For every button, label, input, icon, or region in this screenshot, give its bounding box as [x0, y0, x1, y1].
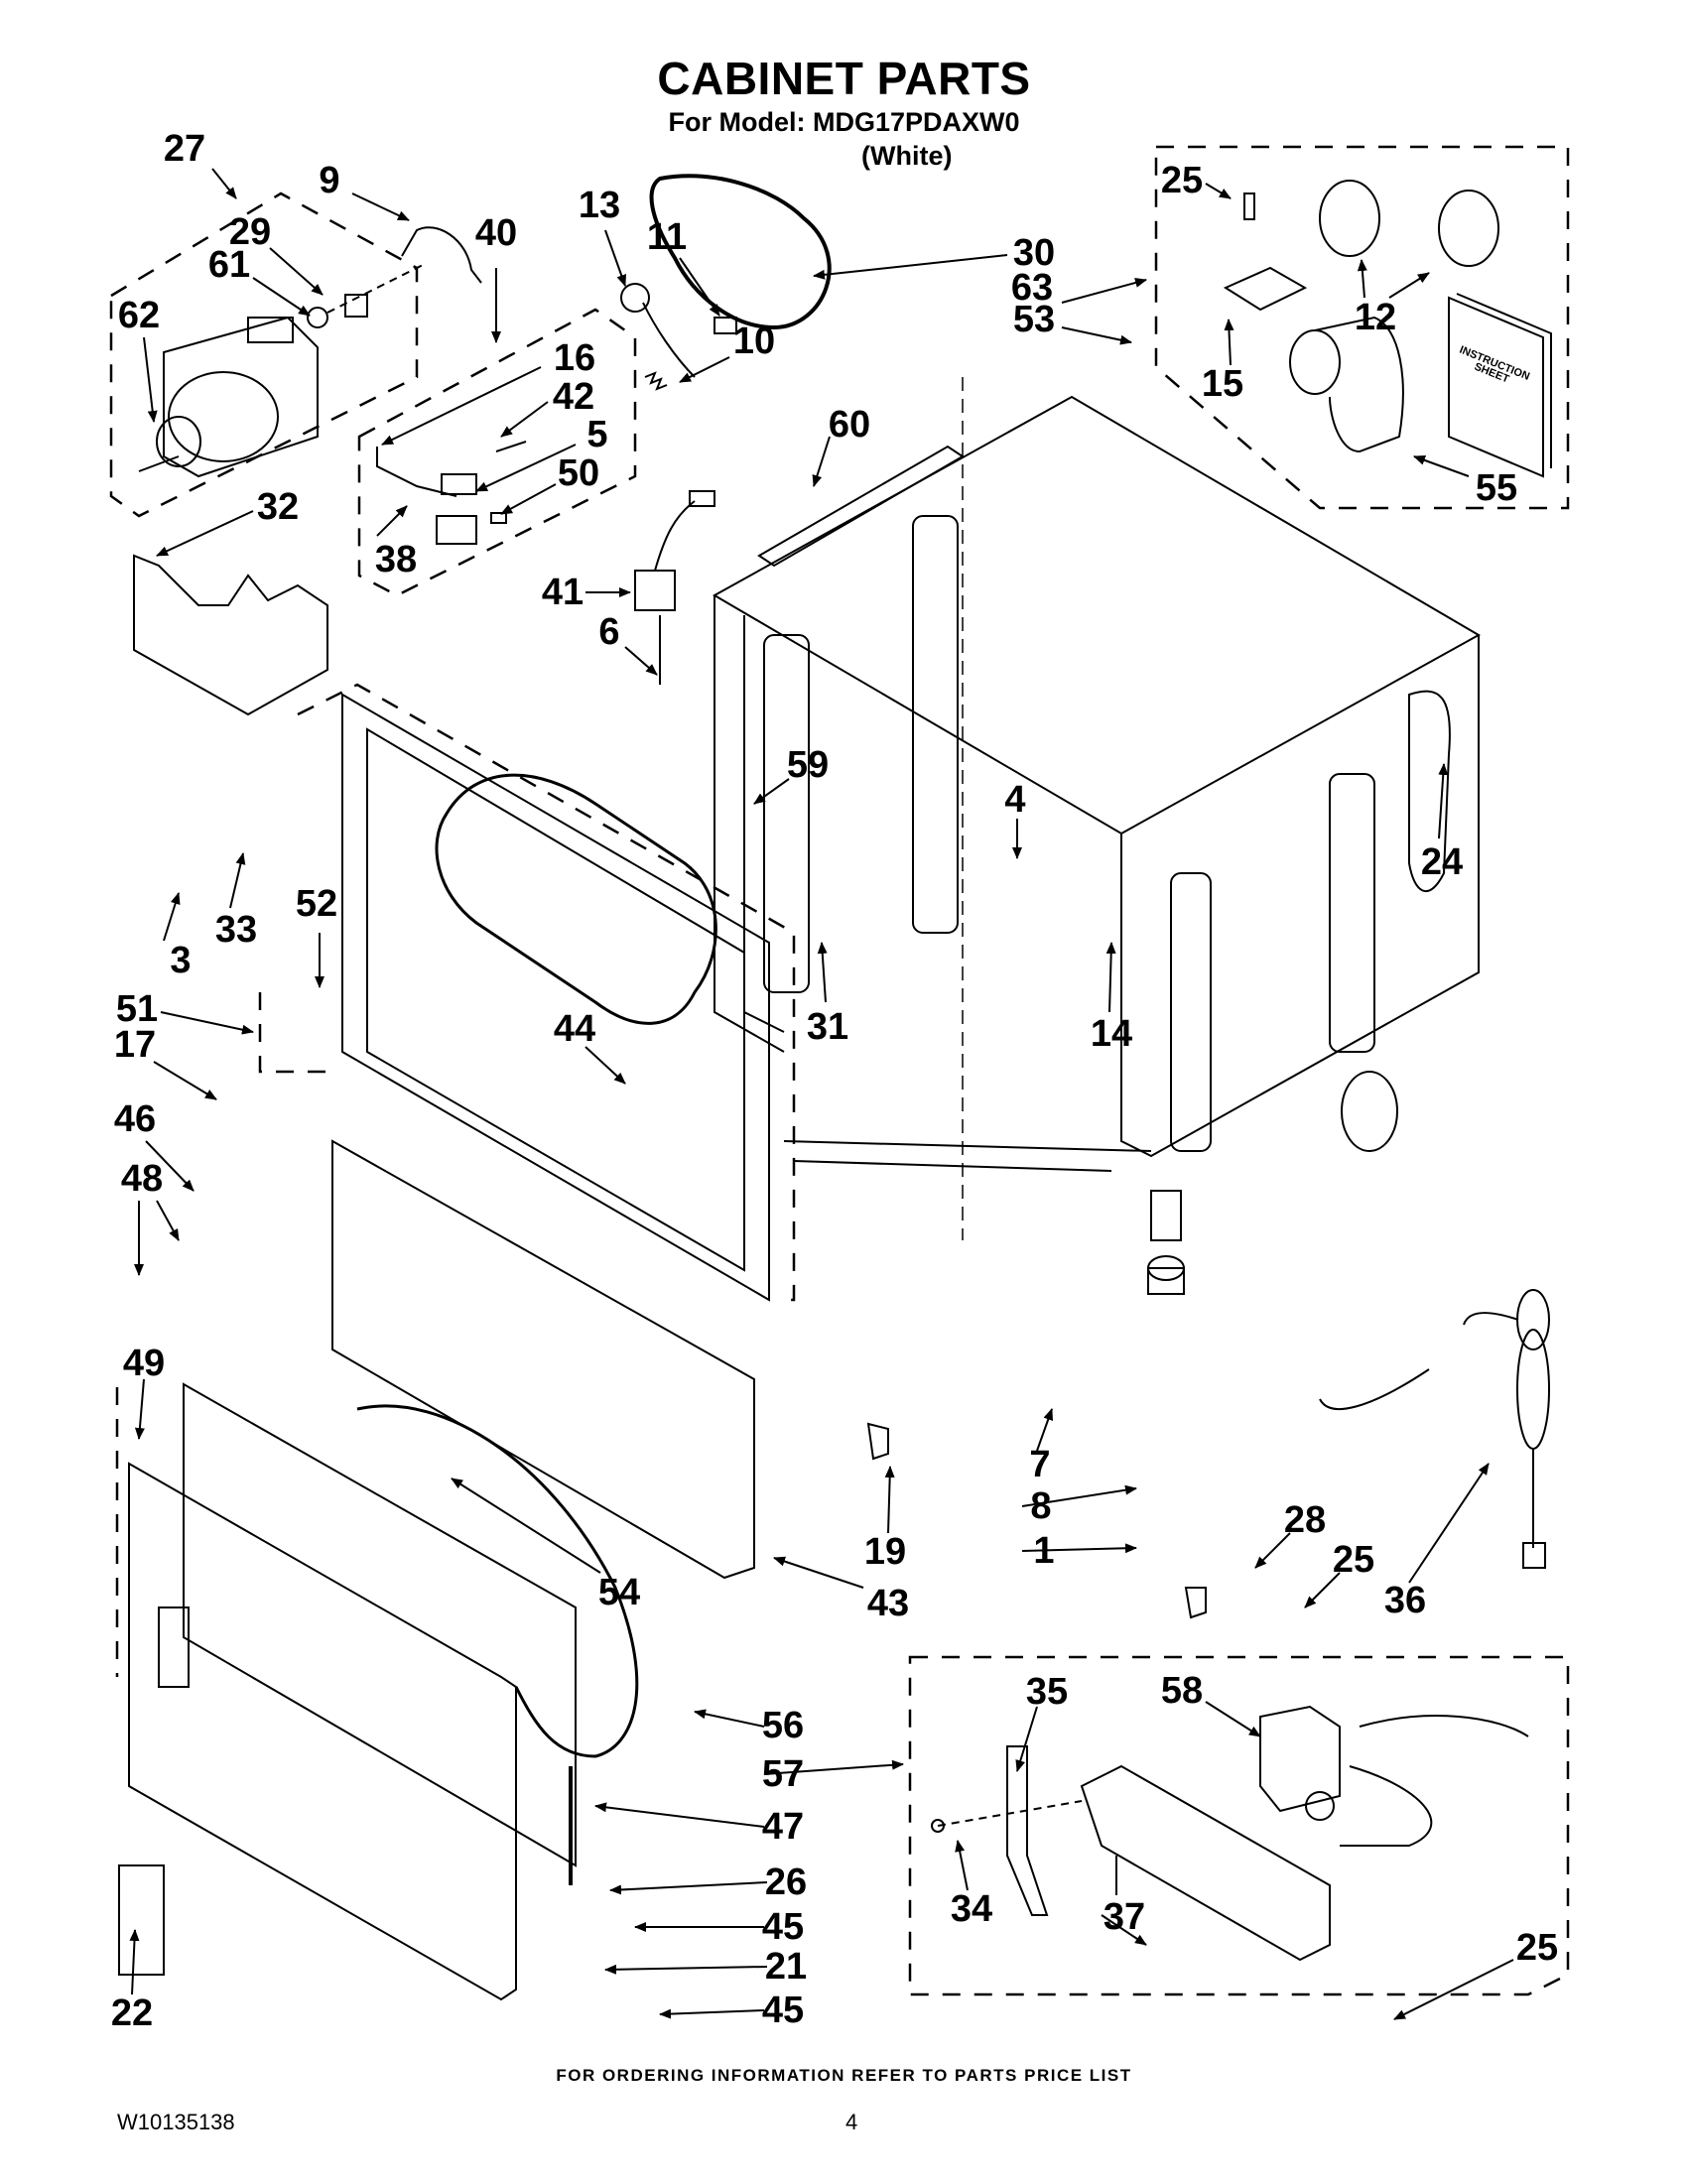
- callout-8: 8: [1030, 1485, 1052, 1527]
- drive-belt-drawing: [649, 174, 832, 330]
- hinge-group-box: [258, 992, 327, 1074]
- callout-43: 43: [866, 1583, 910, 1624]
- callout-45-upper: 45: [761, 1906, 805, 1948]
- callout-47: 47: [761, 1806, 805, 1848]
- accessory-group-box: [1154, 145, 1570, 510]
- sensor-drawing: [634, 490, 715, 685]
- callout-42: 42: [552, 376, 595, 418]
- callout-56: 56: [761, 1705, 805, 1746]
- callout-11: 11: [646, 216, 688, 258]
- leader-lines: [129, 168, 1514, 2020]
- callout-61: 61: [207, 244, 251, 286]
- callout-16: 16: [553, 337, 596, 379]
- callout-1: 1: [1033, 1530, 1055, 1572]
- color-line: (White): [861, 141, 953, 171]
- callout-14: 14: [1090, 1013, 1133, 1055]
- callout-31: 31: [806, 1006, 849, 1048]
- model-line: For Model: MDG17PDAXW0: [668, 107, 1020, 137]
- callout-27: 27: [163, 128, 206, 170]
- door-drawing: [118, 1382, 639, 2001]
- callout-59: 59: [786, 744, 830, 786]
- callout-45-lower: 45: [761, 1990, 805, 2031]
- switch-group-box: [357, 308, 637, 597]
- callout-48: 48: [120, 1158, 164, 1200]
- callout-22: 22: [110, 1992, 154, 2034]
- callout-13: 13: [578, 185, 621, 226]
- callout-36: 36: [1383, 1580, 1427, 1621]
- page-number: 4: [845, 2110, 858, 2134]
- callout-58: 58: [1160, 1670, 1204, 1712]
- callout-53: 53: [1012, 299, 1056, 340]
- callout-4: 4: [1004, 779, 1026, 821]
- instruction-sheet-drawing: INSTRUCTION SHEET: [1448, 293, 1552, 478]
- callout-32: 32: [256, 486, 300, 528]
- callout-60: 60: [828, 404, 871, 446]
- accessory-parts-drawing: [1223, 180, 1499, 453]
- motor-mount-drawing: [133, 554, 328, 716]
- callout-12: 12: [1354, 297, 1397, 338]
- callout-52: 52: [295, 883, 338, 925]
- callout-6: 6: [598, 611, 620, 653]
- idler-pulley-drawing: [620, 283, 737, 391]
- callout-5: 5: [586, 414, 608, 455]
- callout-24: 24: [1420, 841, 1464, 883]
- callout-28: 28: [1283, 1499, 1327, 1541]
- callout-54: 54: [597, 1572, 641, 1613]
- clamp-drawing: [866, 1422, 889, 1461]
- motor-drawing: [138, 316, 319, 478]
- callout-30: 30: [1012, 232, 1056, 274]
- page-title: CABINET PARTS: [657, 53, 1031, 104]
- callout-19: 19: [863, 1531, 907, 1573]
- callout-25-top: 25: [1160, 160, 1204, 201]
- gas-valve-drawing: [931, 1705, 1529, 1962]
- callout-17: 17: [113, 1024, 157, 1066]
- ordering-note: FOR ORDERING INFORMATION REFER TO PARTS …: [556, 2066, 1132, 2085]
- callout-25-bottom: 25: [1515, 1927, 1559, 1969]
- callout-55: 55: [1475, 467, 1518, 509]
- callout-34: 34: [950, 1888, 993, 1930]
- callout-35: 35: [1025, 1671, 1069, 1713]
- callout-3: 3: [170, 940, 192, 981]
- front-panel-drawing: [341, 693, 770, 1302]
- callout-63: 63: [1010, 267, 1054, 309]
- callout-46: 46: [113, 1098, 157, 1140]
- idler-parts-drawing: [307, 226, 482, 328]
- callout-10: 10: [732, 321, 776, 362]
- callout-41: 41: [541, 572, 584, 613]
- callout-57: 57: [761, 1753, 805, 1795]
- callout-15: 15: [1201, 363, 1244, 405]
- callout-38: 38: [374, 539, 418, 580]
- callout-37: 37: [1103, 1896, 1146, 1938]
- group-boundaries: [109, 145, 1570, 1996]
- callout-25-mid: 25: [1332, 1539, 1375, 1581]
- seal-strip-drawing: [757, 445, 965, 568]
- cord-clamp-drawing: [1184, 1587, 1207, 1619]
- front-panel-group-box: [297, 683, 796, 1302]
- callout-44: 44: [553, 1008, 596, 1050]
- callout-29: 29: [228, 211, 272, 253]
- gas-valve-group-box: [908, 1655, 1570, 1996]
- toe-panel-drawing: [331, 1139, 755, 1580]
- callout-7: 7: [1029, 1444, 1051, 1485]
- callout-26: 26: [764, 1862, 808, 1903]
- cabinet-drawing: [712, 377, 1482, 1240]
- callout-9: 9: [319, 160, 340, 201]
- leveling-leg-drawing: [1147, 1190, 1185, 1295]
- callout-21: 21: [764, 1946, 808, 1988]
- callout-50: 50: [557, 452, 600, 494]
- motor-group-box: [109, 192, 419, 518]
- callout-51: 51: [115, 988, 159, 1030]
- callout-49: 49: [122, 1343, 166, 1384]
- callout-40: 40: [474, 212, 518, 254]
- document-number: W10135138: [117, 2110, 235, 2134]
- door-switch-drawing: [376, 441, 527, 545]
- callout-62: 62: [117, 295, 161, 336]
- callout-33: 33: [214, 909, 258, 951]
- power-cord-drawing: [1319, 1289, 1550, 1569]
